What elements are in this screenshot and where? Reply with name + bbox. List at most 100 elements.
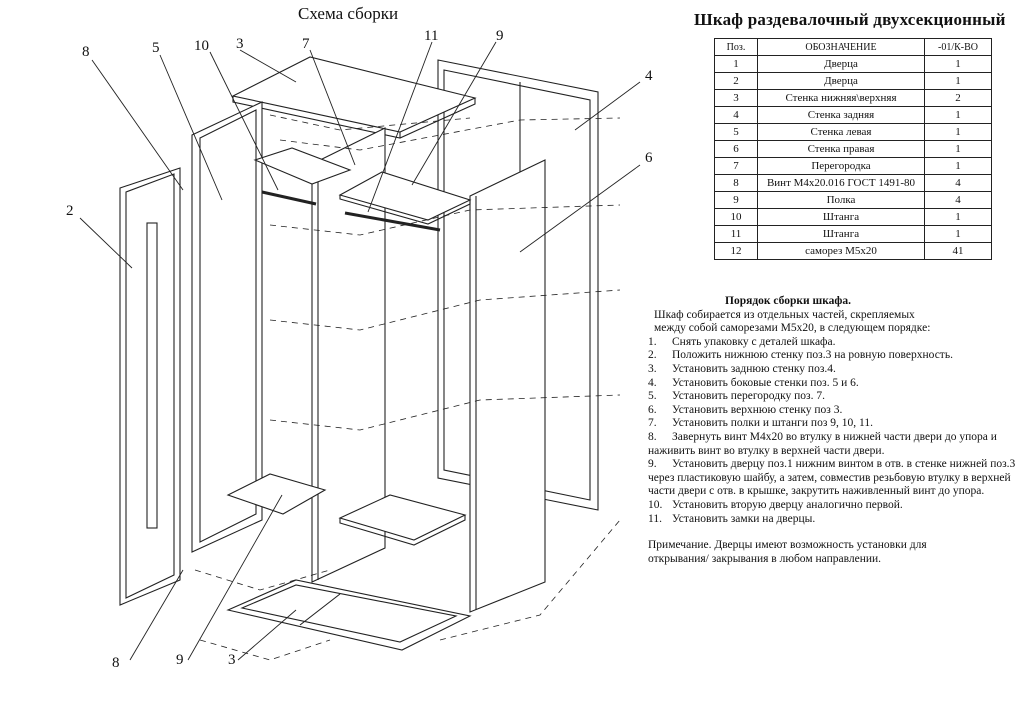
- step-item: 2. Положить нижнюю стенку поз.3 на ровную…: [648, 349, 1024, 363]
- cell-qty: 4: [924, 191, 992, 209]
- cell-qty: 2: [924, 89, 992, 107]
- callout-top-5: 5: [152, 40, 160, 56]
- callout-top-9: 9: [496, 28, 504, 44]
- cell-qty: 1: [924, 106, 992, 124]
- cell-designation: саморез М5х20: [757, 242, 925, 260]
- callout-bottom-3: 3: [228, 652, 236, 668]
- step-item: 9.Установить дверцу поз.1 нижним винтом …: [648, 458, 1024, 499]
- door-left: [119, 167, 181, 606]
- cell-designation: Винт М4х20.016 ГОСТ 1491-80: [757, 174, 925, 192]
- intro-line-1: Шкаф собирается из отдельных частей, скр…: [654, 308, 915, 321]
- cell-qty: 1: [924, 208, 992, 226]
- callout-side-4: 4: [645, 68, 653, 84]
- step-number: 11.: [648, 512, 662, 525]
- cell-designation: Дверца: [757, 72, 925, 90]
- cell-qty: 1: [924, 72, 992, 90]
- cell-qty: 1: [924, 123, 992, 141]
- step-text: Установить заднюю стенку поз.4.: [672, 362, 836, 375]
- instructions-title: Порядок сборки шкафа.: [725, 295, 851, 307]
- cell-qty: 41: [924, 242, 992, 260]
- step-item: 5.Установить перегородку поз. 7.: [648, 390, 1024, 404]
- step-item: 10.Установить вторую дверцу аналогично п…: [648, 499, 1024, 513]
- callout-top-3: 3: [236, 36, 244, 52]
- step-item: 11. Установить замки на дверцы.: [648, 513, 1024, 527]
- step-text: Установить верхнюю стенку поз 3.: [672, 403, 843, 416]
- cell-designation: Стенка левая: [757, 123, 925, 141]
- cell-qty: 4: [924, 174, 992, 192]
- top-panel: [231, 56, 477, 139]
- step-number: 10.: [648, 498, 663, 511]
- cell-pos: 11: [714, 225, 758, 243]
- header-pos: Поз.: [714, 38, 758, 56]
- shelf-left-top: [253, 147, 352, 185]
- cell-qty: 1: [924, 55, 992, 73]
- instructions-intro: Шкаф собирается из отдельных частей, скр…: [648, 309, 1024, 336]
- cell-designation: Стенка задняя: [757, 106, 925, 124]
- header-designation: ОБОЗНАЧЕНИЕ: [757, 38, 925, 56]
- step-text: Положить нижнюю стенку поз.3 на ровную п…: [672, 349, 953, 362]
- shelf-right-top: [338, 171, 472, 225]
- step-item: 1.Снять упаковку с деталей шкафа.: [648, 336, 1024, 350]
- cell-pos: 10: [714, 208, 758, 226]
- cell-pos: 3: [714, 89, 758, 107]
- callout-top-11: 11: [424, 28, 438, 44]
- step-text: Установить боковые стенки поз. 5 и 6.: [672, 376, 859, 389]
- step-number: 2.: [648, 349, 657, 362]
- step-number: 5.: [648, 390, 657, 403]
- step-text: Установить полки и штанги поз 9, 10, 11.: [672, 417, 873, 430]
- cell-designation: Перегородка: [757, 157, 925, 175]
- step-text: Установить дверцу поз.1 нижним винтом в …: [648, 458, 1016, 498]
- cell-designation: Штанга: [757, 208, 925, 226]
- step-number: 6.: [648, 403, 657, 416]
- step-number: 9.: [648, 458, 657, 471]
- callout-side-2: 2: [66, 203, 74, 219]
- steps-list: 1.Снять упаковку с деталей шкафа.2. Полож…: [648, 336, 1024, 526]
- cell-pos: 12: [714, 242, 758, 260]
- instructions-note: Примечание. Дверцы имеют возможность уст…: [648, 539, 1024, 566]
- step-number: 8.: [648, 430, 657, 443]
- bottom-panel: [226, 579, 472, 651]
- callout-bottom-9: 9: [176, 652, 184, 668]
- rod-left: [261, 190, 317, 206]
- cell-qty: 1: [924, 225, 992, 243]
- callout-top-10: 10: [194, 38, 209, 54]
- note-line-2: открывания/ закрывания в любом направлен…: [648, 552, 882, 565]
- shelf-right-bottom: [338, 494, 467, 546]
- table-header-row: Поз. ОБОЗНАЧЕНИЕ -01/К-ВО: [714, 38, 992, 56]
- cell-pos: 7: [714, 157, 758, 175]
- cell-pos: 2: [714, 72, 758, 90]
- header-qty: -01/К-ВО: [924, 38, 992, 56]
- step-number: 1.: [648, 335, 657, 348]
- step-item: 8.Завернуть винт М4х20 во втулку в нижне…: [648, 431, 1024, 458]
- step-item: 3.Установить заднюю стенку поз.4.: [648, 363, 1024, 377]
- cell-designation: Стенка правая: [757, 140, 925, 158]
- right-side-wall: [469, 159, 546, 613]
- callout-bottom-8: 8: [112, 655, 120, 671]
- cell-designation: Штанга: [757, 225, 925, 243]
- exploded-assembly-diagram: 8 5 10 3 7 11 9 2 4 6 8 9 3: [66, 28, 653, 671]
- step-item: 4.Установить боковые стенки поз. 5 и 6.: [648, 377, 1024, 391]
- shelf-left-bottom: [226, 473, 327, 515]
- cell-pos: 5: [714, 123, 758, 141]
- partition: [311, 127, 386, 583]
- step-item: 7.Установить полки и штанги поз 9, 10, 1…: [648, 417, 1024, 431]
- cell-pos: 4: [714, 106, 758, 124]
- diagram-title: Схема сборки: [298, 4, 399, 23]
- step-item: 6. Установить верхнюю стенку поз 3.: [648, 404, 1024, 418]
- intro-line-2: между собой саморезами М5х20, в следующе…: [654, 322, 931, 335]
- step-text: Установить замки на дверцы.: [672, 512, 816, 525]
- document-title: Шкаф раздевалочный двухсекционный: [694, 10, 1006, 29]
